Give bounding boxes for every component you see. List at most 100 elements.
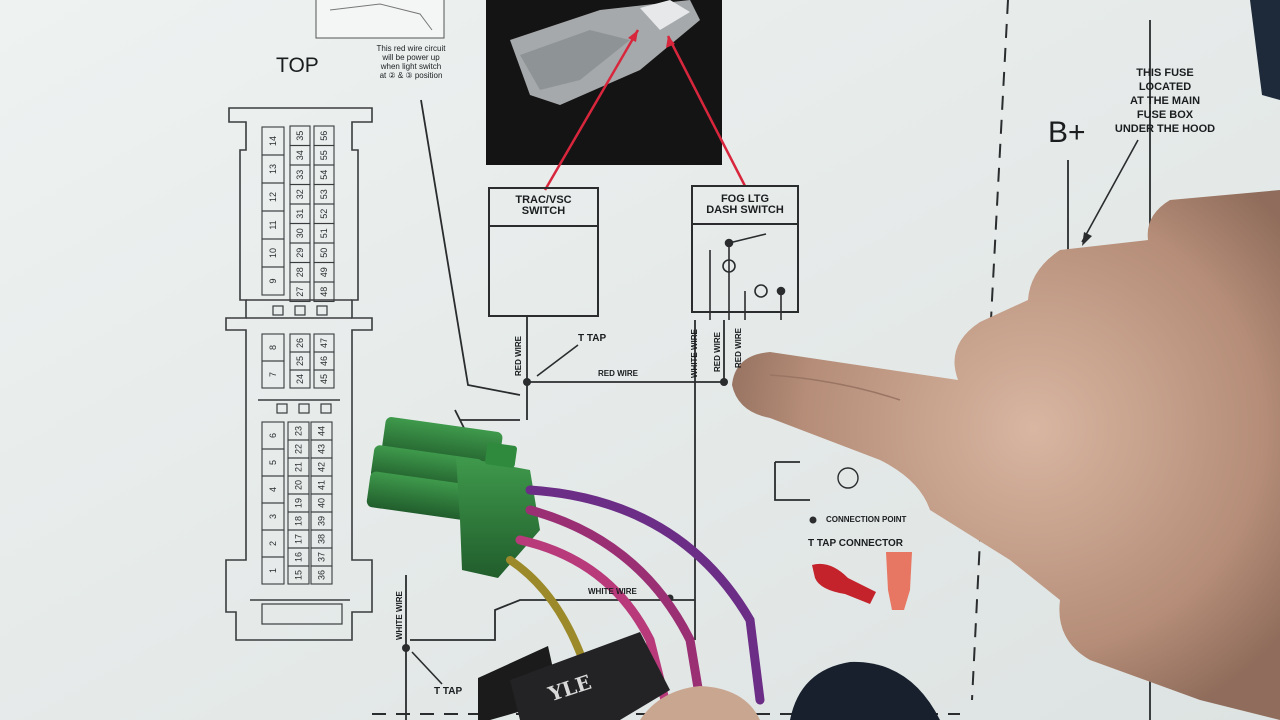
pin-number: 46 bbox=[319, 356, 329, 366]
pin-number: 23 bbox=[294, 426, 304, 436]
pin-number: 8 bbox=[268, 345, 278, 350]
pin-number: 26 bbox=[295, 338, 305, 348]
pin-number: 43 bbox=[317, 444, 327, 454]
legend-t-tap-connector: T TAP CONNECTOR bbox=[808, 538, 904, 549]
fuse-arrowhead bbox=[1082, 232, 1092, 246]
switch-photo-shadow bbox=[520, 30, 630, 90]
pin-number: 19 bbox=[294, 498, 304, 508]
pin-number: 47 bbox=[319, 338, 329, 348]
pin-number: 13 bbox=[268, 164, 278, 174]
pin-number: 50 bbox=[319, 248, 329, 258]
pin-cell bbox=[261, 360, 285, 389]
coiled-cable bbox=[790, 661, 940, 720]
pin-number: 29 bbox=[295, 248, 305, 258]
pin-number: 42 bbox=[317, 462, 327, 472]
connector-top-label: TOP bbox=[276, 54, 319, 77]
pin-number: 2 bbox=[268, 541, 278, 546]
red-wire-fog-label-1: RED WIRE bbox=[713, 332, 722, 372]
connector-lock-tabs bbox=[261, 305, 343, 625]
red-arrow-trac bbox=[543, 29, 640, 191]
connector-pin-grids: 1413121110935343332313029282756555453525… bbox=[261, 125, 335, 585]
pin-number: 45 bbox=[319, 374, 329, 384]
pin-number: 28 bbox=[295, 267, 305, 277]
t-tap-top-label: T TAP bbox=[578, 333, 607, 344]
hand-edge-bottom bbox=[640, 686, 760, 720]
pin-number: 6 bbox=[268, 433, 278, 438]
pin-number: 35 bbox=[295, 131, 305, 141]
pin-cell bbox=[289, 369, 311, 389]
red-arrowhead-trac bbox=[628, 30, 638, 42]
pin-number: 52 bbox=[319, 209, 329, 219]
pin-cell bbox=[261, 556, 285, 585]
t-tap-bottom-label: T TAP bbox=[434, 686, 463, 697]
pin-number: 56 bbox=[319, 131, 329, 141]
red-wire-note: This red wire circuit will be power up w… bbox=[356, 44, 466, 80]
t-tap-red-connector bbox=[812, 563, 876, 604]
pin-number: 31 bbox=[295, 209, 305, 219]
b-plus-label: B+ bbox=[1048, 116, 1086, 149]
relay-module bbox=[478, 632, 670, 720]
fog-switch-internals bbox=[709, 233, 786, 320]
pin-number: 33 bbox=[295, 170, 305, 180]
pin-cell bbox=[287, 565, 310, 585]
junction-dots bbox=[402, 378, 817, 652]
pin-number: 15 bbox=[294, 570, 304, 580]
fuse-line-2: LOCATED bbox=[1138, 81, 1192, 93]
switch-photo-highlight bbox=[640, 0, 690, 30]
fog-switch-label: FOG LTG DASH SWITCH bbox=[692, 194, 798, 216]
pin-number: 7 bbox=[268, 372, 278, 377]
red-wire-fog-label-2: RED WIRE bbox=[734, 328, 743, 368]
pin-number: 38 bbox=[317, 534, 327, 544]
pin-number: 41 bbox=[317, 480, 327, 490]
pin-number: 16 bbox=[294, 552, 304, 562]
pin-number: 51 bbox=[319, 228, 329, 238]
pin-number: 49 bbox=[319, 267, 329, 277]
small-figure-frame bbox=[315, 0, 445, 39]
legend-connection-point: CONNECTION POINT bbox=[826, 515, 907, 524]
fog-line-1: FOG LTG bbox=[720, 193, 770, 205]
note-line-1: This red wire circuit bbox=[376, 44, 446, 53]
pin-number: 11 bbox=[268, 220, 278, 229]
pin-number: 34 bbox=[295, 150, 305, 160]
trac-switch-label: TRAC/VSC SWITCH bbox=[489, 195, 598, 217]
white-wire-bottom-label: WHITE WIRE bbox=[588, 587, 637, 596]
pin-number: 21 bbox=[294, 462, 304, 472]
pin-number: 32 bbox=[295, 189, 305, 199]
dark-corner bbox=[1250, 0, 1280, 100]
red-arrow-fog bbox=[666, 35, 747, 187]
trac-switch-box bbox=[488, 187, 599, 317]
fuse-line-1: THIS FUSE bbox=[1136, 67, 1194, 79]
pin-number: 14 bbox=[268, 136, 278, 146]
pin-number: 1 bbox=[268, 568, 278, 573]
pin-cell bbox=[289, 281, 311, 303]
pin-cell bbox=[313, 281, 335, 303]
pin-number: 55 bbox=[319, 150, 329, 160]
fuse-line-5: UNDER THE HOOD bbox=[1114, 123, 1216, 135]
pin-number: 17 bbox=[294, 534, 304, 544]
finger-crease bbox=[769, 374, 901, 401]
pointing-hand bbox=[732, 190, 1280, 720]
pin-cell bbox=[313, 369, 335, 389]
t-tap-arrows bbox=[411, 139, 1139, 685]
pin-number: 27 bbox=[295, 287, 305, 297]
fuse-line-3: AT THE MAIN bbox=[1129, 95, 1201, 107]
pin-number: 5 bbox=[268, 460, 278, 465]
pin-number: 3 bbox=[268, 514, 278, 519]
pin-number: 20 bbox=[294, 480, 304, 490]
pin-number: 4 bbox=[268, 487, 278, 492]
trac-line-2: SWITCH bbox=[521, 205, 566, 217]
pin-number: 48 bbox=[319, 287, 329, 297]
pin-number: 18 bbox=[294, 516, 304, 526]
pin-number: 24 bbox=[295, 374, 305, 384]
pin-number: 12 bbox=[268, 192, 278, 202]
red-wire-horizontal-label: RED WIRE bbox=[598, 369, 638, 378]
small-figure-sketch bbox=[329, 3, 433, 31]
pin-number: 44 bbox=[317, 426, 327, 436]
fog-line-2: DASH SWITCH bbox=[706, 204, 784, 216]
fuse-note: THIS FUSE LOCATED AT THE MAIN FUSE BOX U… bbox=[1110, 66, 1220, 136]
white-wire-connector-label: WHITE WIRE bbox=[395, 591, 404, 640]
note-line-3: when light switch bbox=[380, 62, 442, 71]
white-wire-fog-label: WHITE WIRE bbox=[690, 329, 699, 378]
pin-number: 40 bbox=[317, 498, 327, 508]
